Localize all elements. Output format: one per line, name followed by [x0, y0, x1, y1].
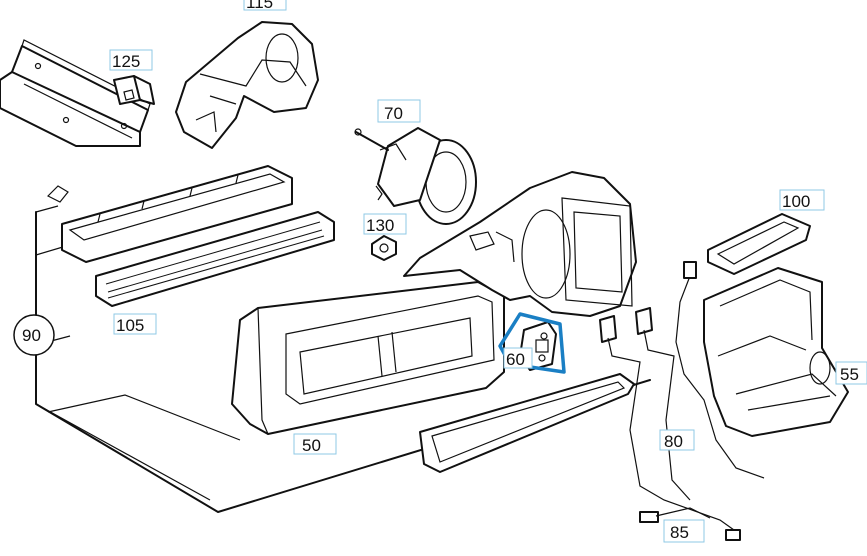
- nut-part: [371, 235, 397, 261]
- blower-motor-part: [354, 127, 477, 225]
- label-115: 115: [243, 0, 287, 12]
- gasket-part: [419, 373, 635, 473]
- blower-scroll-part: [403, 171, 637, 317]
- label-85: 85: [663, 519, 705, 543]
- label-60: 60: [503, 347, 533, 369]
- svg-text:60: 60: [506, 350, 525, 369]
- main-housing-part: [231, 281, 505, 435]
- seal-part: [707, 213, 811, 275]
- label-70: 70: [377, 99, 421, 123]
- label-90: 90: [13, 314, 55, 356]
- blower-cover-part: [175, 21, 319, 149]
- svg-text:70: 70: [384, 104, 403, 123]
- label-125: 125: [109, 49, 153, 71]
- filter-element-part: [95, 211, 335, 307]
- label-100: 100: [779, 189, 825, 211]
- wiring-harness-part: [607, 329, 741, 541]
- svg-text:115: 115: [246, 0, 273, 12]
- label-80: 80: [659, 429, 695, 451]
- svg-text:50: 50: [302, 436, 321, 455]
- label-105: 105: [113, 313, 157, 335]
- label-50: 50: [293, 433, 337, 455]
- label-130: 130: [363, 213, 407, 235]
- svg-text:80: 80: [664, 432, 683, 451]
- svg-text:130: 130: [366, 216, 394, 235]
- svg-text:100: 100: [782, 192, 810, 211]
- clip-part: [113, 75, 155, 105]
- svg-text:105: 105: [116, 316, 144, 335]
- highlight-outline-60: [498, 312, 566, 374]
- sensor-wire-part: [675, 261, 765, 479]
- bracket-part: [0, 39, 151, 147]
- air-distributor-part: [703, 267, 849, 437]
- svg-text:90: 90: [22, 326, 41, 345]
- connector-pair: [599, 307, 653, 343]
- svg-text:125: 125: [112, 52, 140, 71]
- label-55: 55: [835, 361, 867, 385]
- svg-text:55: 55: [840, 365, 859, 384]
- svg-text:85: 85: [670, 523, 689, 542]
- filter-frame-part: [46, 165, 293, 263]
